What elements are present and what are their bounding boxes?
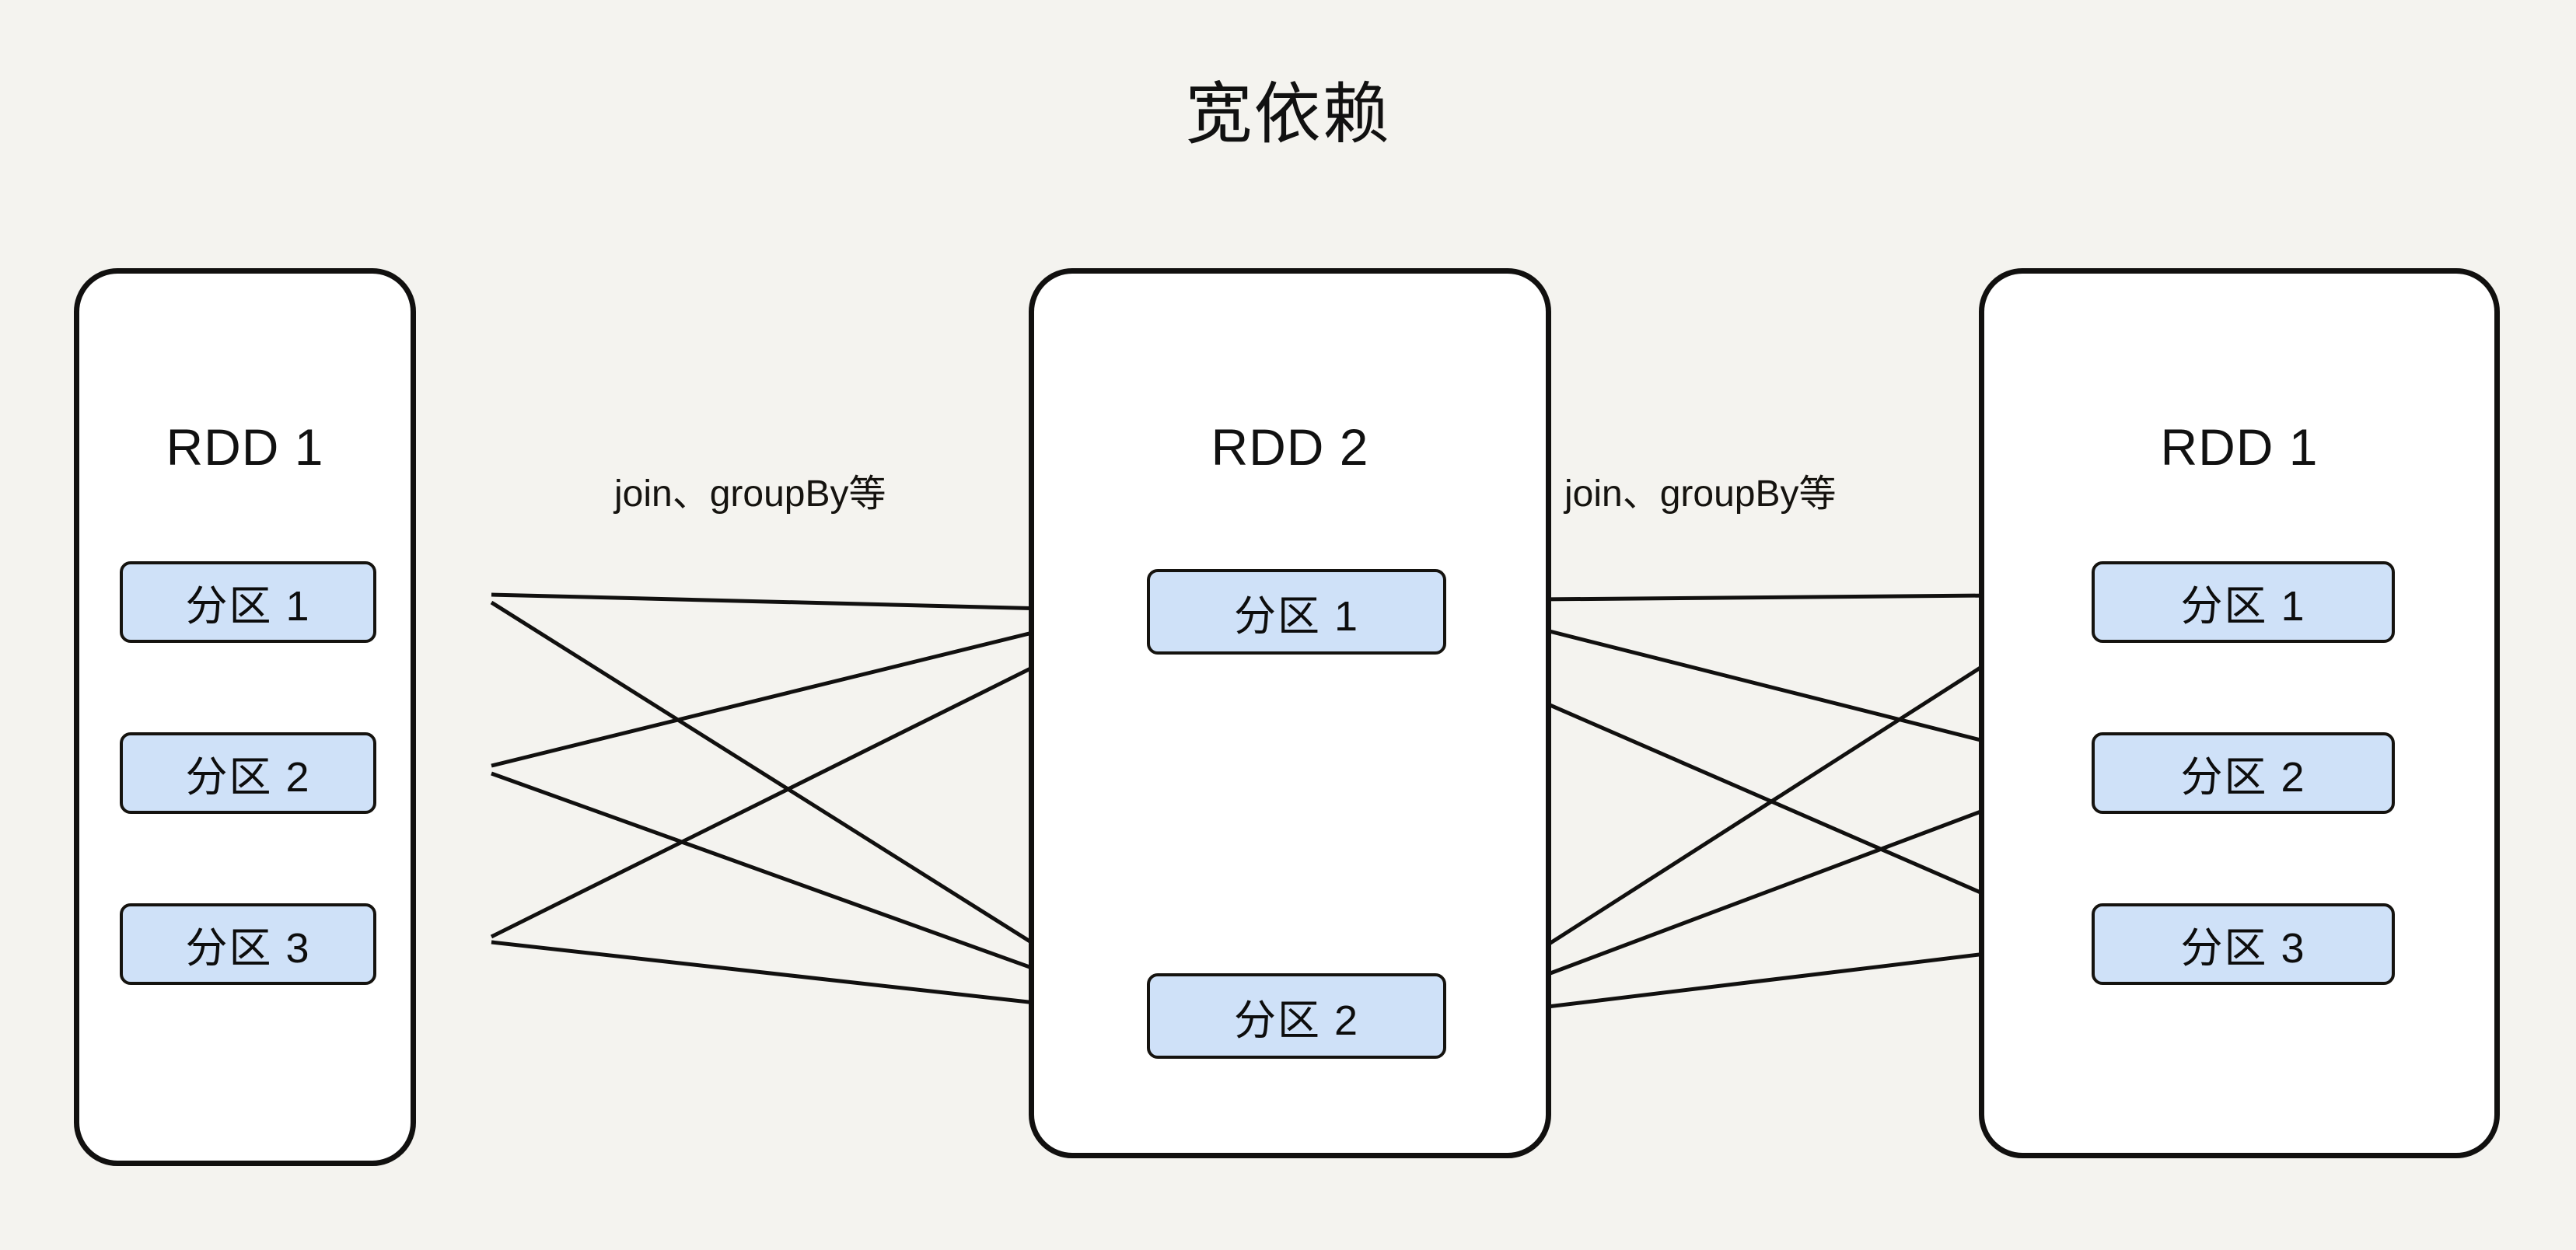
page-title: 宽依赖 bbox=[1185, 77, 1391, 152]
right-transform-label: join、groupBy等 bbox=[1564, 473, 1837, 515]
partition-left-3[interactable]: 分区 3 bbox=[120, 903, 376, 985]
rdd-left-title: RDD 1 bbox=[166, 418, 324, 476]
rdd-middle-title: RDD 2 bbox=[1211, 418, 1369, 476]
left-transform-label: join、groupBy等 bbox=[614, 473, 886, 515]
rdd-group-middle[interactable]: RDD 2 分区 1 分区 2 bbox=[1029, 268, 1551, 1158]
partition-left-1[interactable]: 分区 1 bbox=[120, 561, 376, 643]
partition-right-2[interactable]: 分区 2 bbox=[2092, 732, 2395, 814]
rdd-right-title: RDD 1 bbox=[2160, 418, 2319, 476]
partition-middle-1[interactable]: 分区 1 bbox=[1147, 569, 1446, 655]
rdd-group-right[interactable]: RDD 1 分区 1 分区 2 分区 3 bbox=[1979, 268, 2500, 1158]
partition-left-2[interactable]: 分区 2 bbox=[120, 732, 376, 814]
partition-right-3[interactable]: 分区 3 bbox=[2092, 903, 2395, 985]
partition-right-1[interactable]: 分区 1 bbox=[2092, 561, 2395, 643]
rdd-group-left[interactable]: RDD 1 分区 1 分区 2 分区 3 bbox=[74, 268, 416, 1166]
partition-middle-2[interactable]: 分区 2 bbox=[1147, 973, 1446, 1059]
